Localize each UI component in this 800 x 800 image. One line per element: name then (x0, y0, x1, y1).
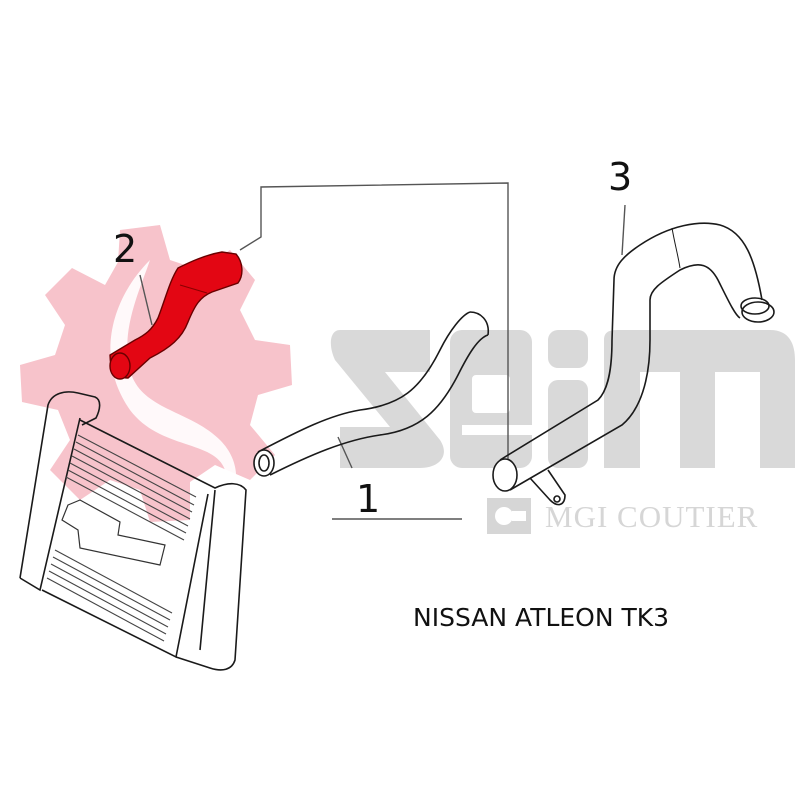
leader-lines (139, 182, 626, 520)
callout-part-3: 3 (608, 155, 633, 199)
seim-gear-logo-icon (20, 225, 292, 540)
hose-part-3 (492, 222, 775, 506)
mgi-coutier-logo-icon (487, 498, 531, 534)
hose-part-2 (109, 251, 243, 380)
vehicle-model-caption: NISSAN ATLEON TK3 (413, 603, 670, 632)
hose-part-1 (253, 311, 490, 477)
seim-wordmark-icon (330, 330, 795, 468)
intercooler-drawing (19, 391, 247, 671)
callout-part-2: 2 (113, 227, 138, 271)
callout-part-1: 1 (356, 477, 381, 521)
mgi-coutier-brand-text: MGI COUTIER (545, 499, 759, 534)
